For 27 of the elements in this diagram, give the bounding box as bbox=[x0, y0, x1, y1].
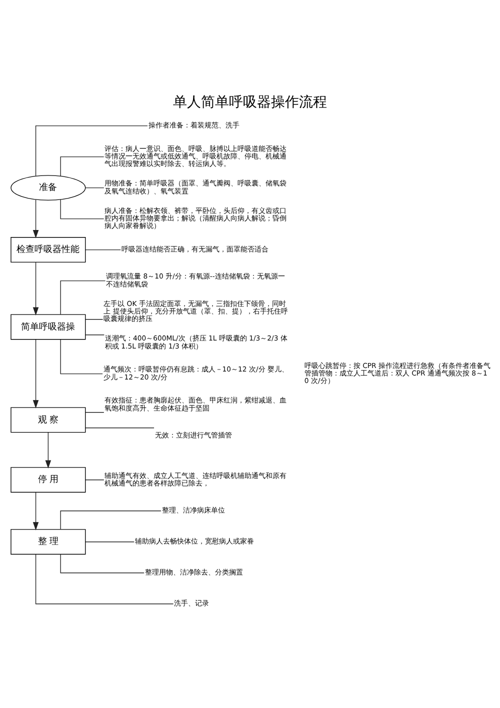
node-box: 整 理 bbox=[10, 528, 86, 554]
node-box: 观 察 bbox=[10, 406, 86, 432]
connector bbox=[85, 186, 104, 188]
connector bbox=[85, 541, 134, 542]
connector bbox=[60, 156, 104, 176]
connector bbox=[85, 318, 104, 320]
connector bbox=[60, 338, 103, 374]
node-box: 停 用 bbox=[10, 466, 86, 492]
connector bbox=[60, 553, 144, 573]
diagram-title: 单人简单呼吸器操作流程 bbox=[173, 94, 327, 110]
node-box: 简单呼吸器操 bbox=[10, 314, 86, 340]
connector bbox=[85, 248, 122, 250]
connector bbox=[35, 124, 148, 176]
connector bbox=[85, 334, 105, 335]
arrow bbox=[32, 198, 39, 238]
arrow bbox=[32, 338, 39, 408]
connector bbox=[60, 198, 104, 219]
connector bbox=[60, 510, 162, 530]
arrow bbox=[32, 262, 39, 315]
node-ellipse: 准备 bbox=[10, 174, 86, 200]
connector bbox=[85, 427, 154, 428]
connector bbox=[60, 280, 106, 314]
arrow bbox=[45, 432, 52, 468]
node-box: 检查呼吸器性能 bbox=[10, 236, 86, 262]
connector bbox=[35, 554, 174, 604]
arrow bbox=[32, 492, 39, 530]
connector bbox=[85, 479, 104, 480]
